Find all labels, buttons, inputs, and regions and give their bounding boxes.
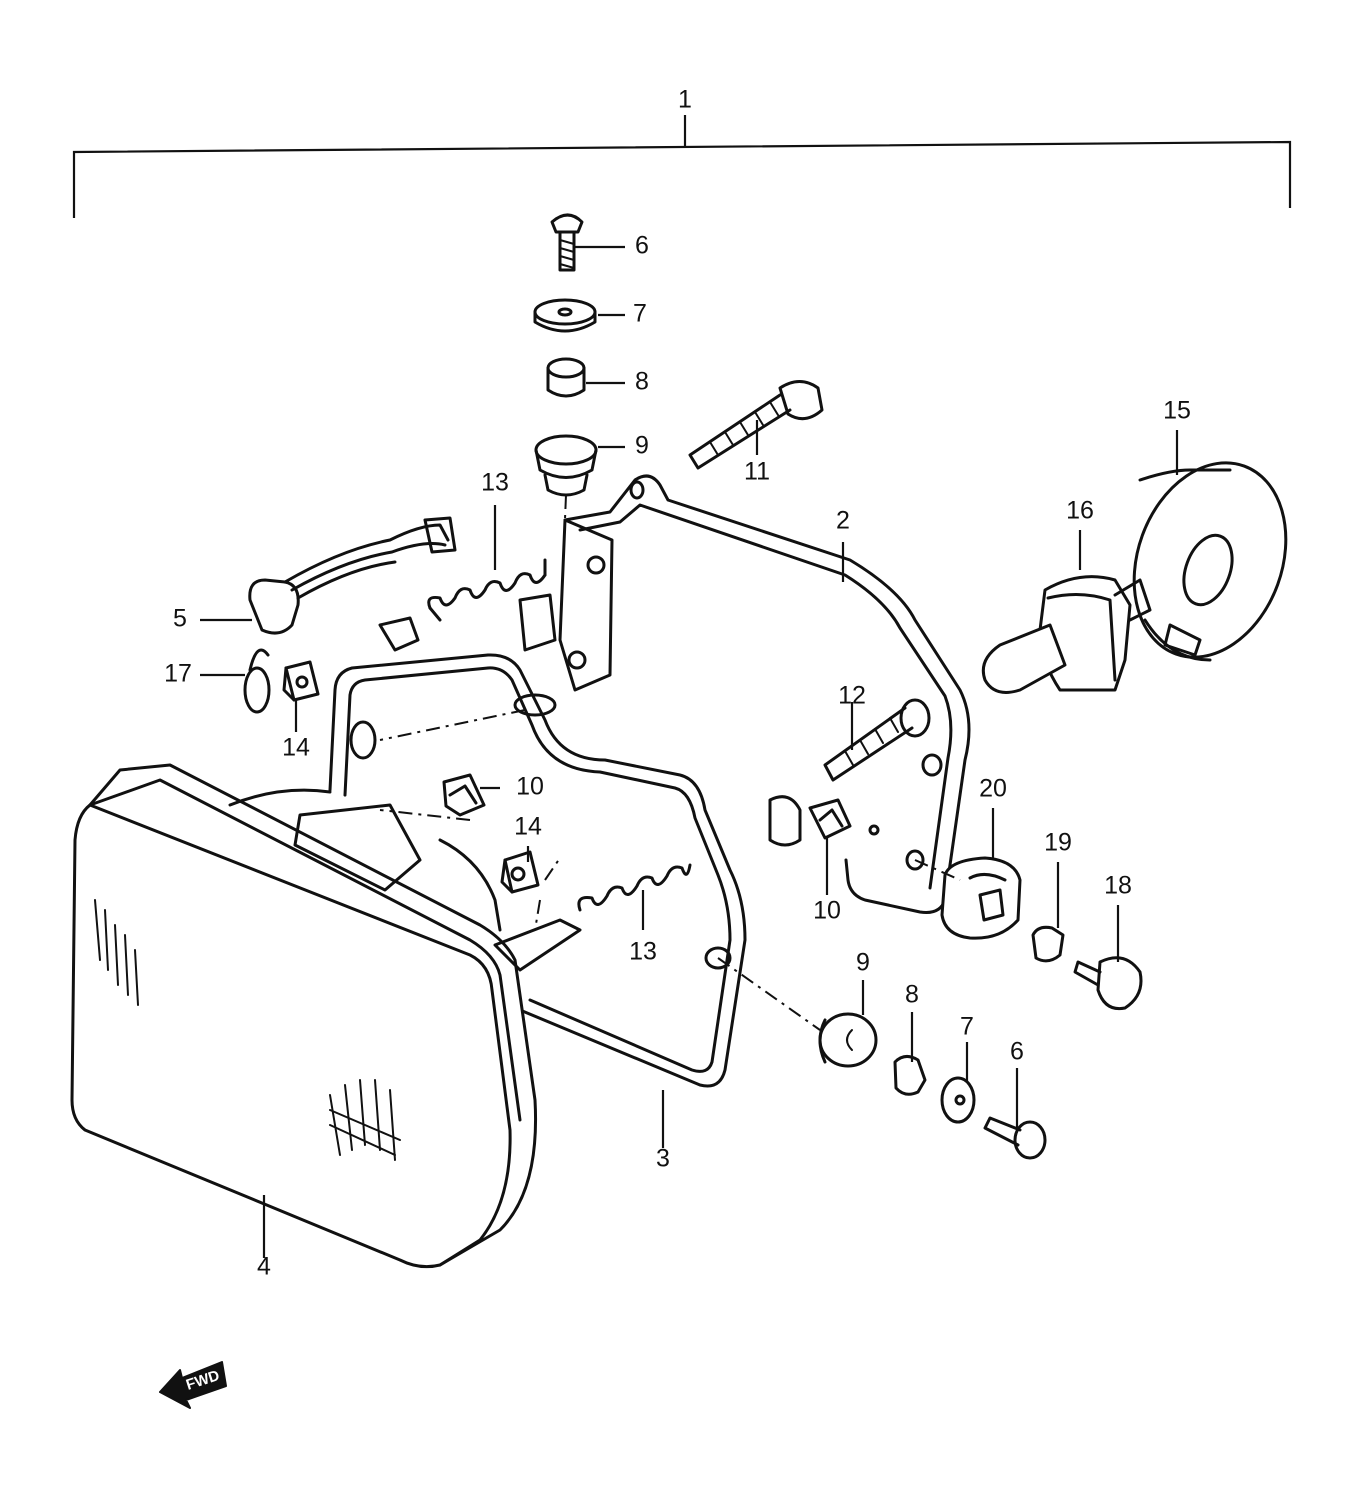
callout-6-top: 6	[635, 232, 649, 260]
part-speed-nut-upper	[442, 773, 486, 817]
callout-1: 1	[678, 86, 692, 114]
callout-labels: 1 2 3 4 5 6 6 7 7 8 8 9 9 10 10 11 12 13…	[164, 86, 1191, 1281]
part-upper-housing-frame	[513, 474, 971, 914]
callout-13-upper: 13	[481, 469, 509, 497]
part-clip-nut-lower	[500, 850, 561, 931]
part-collar-lower	[893, 1055, 927, 1096]
callout-18: 18	[1104, 872, 1132, 900]
callout-19: 19	[1044, 829, 1072, 857]
callout-13-lower: 13	[629, 938, 657, 966]
alignment-lines	[379, 494, 961, 1031]
callout-11: 11	[744, 458, 770, 486]
leader-lines	[200, 245, 1179, 1258]
callout-14-lower: 14	[514, 813, 542, 841]
part-adjust-screw	[823, 698, 931, 782]
part-adjust-screw-long	[688, 380, 824, 470]
callout-8-top: 8	[635, 368, 649, 396]
callout-10-upper: 10	[516, 773, 544, 801]
callout-12: 12	[838, 682, 866, 710]
part-headlamp-unit	[70, 763, 582, 1269]
callout-3: 3	[656, 1145, 670, 1173]
part-headlamp-bulb	[981, 575, 1152, 694]
part-bulb-socket-wiring	[248, 516, 457, 635]
part-collar-top	[546, 357, 586, 398]
callout-17: 17	[164, 660, 192, 688]
callout-20: 20	[979, 775, 1007, 803]
part-headlamp-cover	[1132, 461, 1288, 662]
part-washer-top	[533, 298, 597, 333]
part-collar-19	[1031, 925, 1065, 963]
part-screw-top	[550, 213, 584, 272]
callout-9-lower: 9	[856, 949, 870, 977]
part-lower-housing-frame	[328, 616, 802, 1088]
assembly-bracket	[72, 115, 1292, 218]
callout-16: 16	[1066, 497, 1094, 525]
callout-9-top: 9	[635, 432, 649, 460]
part-grommet-lower	[818, 1012, 878, 1068]
callout-15: 15	[1163, 397, 1191, 425]
callout-7-top: 7	[633, 300, 647, 328]
part-grommet-top	[534, 434, 598, 497]
callout-8-lower: 8	[905, 981, 919, 1009]
part-screw-lower	[983, 1116, 1047, 1160]
part-position-bulb	[243, 648, 271, 714]
part-clip-nut-upper	[282, 660, 320, 702]
callout-14-upper: 14	[282, 734, 310, 762]
forward-arrow-icon: FWD	[159, 1361, 227, 1409]
callout-6-lower: 6	[1010, 1038, 1024, 1066]
part-washer-lower	[940, 1076, 976, 1124]
callout-10-lower: 10	[813, 897, 841, 925]
callout-2: 2	[836, 507, 850, 535]
part-speed-nut-lower	[808, 798, 852, 840]
part-socket	[940, 856, 1022, 940]
part-spring-upper	[427, 558, 547, 622]
callout-5: 5	[173, 605, 187, 633]
callout-7-lower: 7	[960, 1013, 974, 1041]
part-spring-lower	[577, 863, 692, 912]
part-bolt-18	[1073, 956, 1143, 1011]
callout-4: 4	[257, 1253, 271, 1281]
